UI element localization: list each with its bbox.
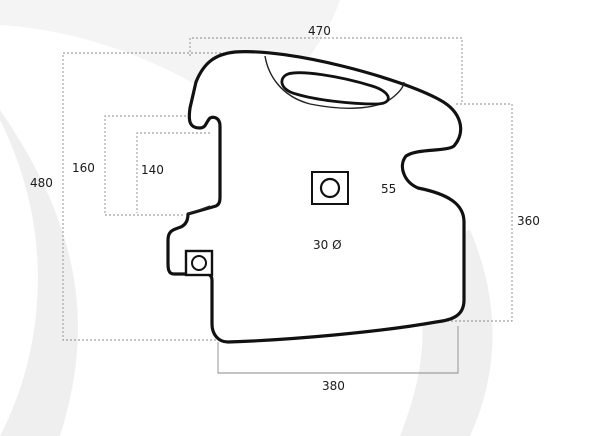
dim-label-470: 470 [308,24,331,38]
center-hole [319,177,341,199]
dim-label-480: 480 [30,176,53,190]
dim-label-30-diameter: 30 Ø [313,238,342,252]
handle-slot [280,71,390,106]
dim-label-360: 360 [517,214,540,228]
watermark-swoosh-left [0,110,78,436]
handle-recess-outline [264,55,405,109]
dim-label-380: 380 [322,379,345,393]
dim-label-140: 140 [141,163,164,177]
mount-hole [191,255,207,271]
shoulder-edge [187,205,211,215]
dim-label-55: 55 [381,182,396,196]
dim-label-160: 160 [72,161,95,175]
dimension-lines [62,37,513,374]
